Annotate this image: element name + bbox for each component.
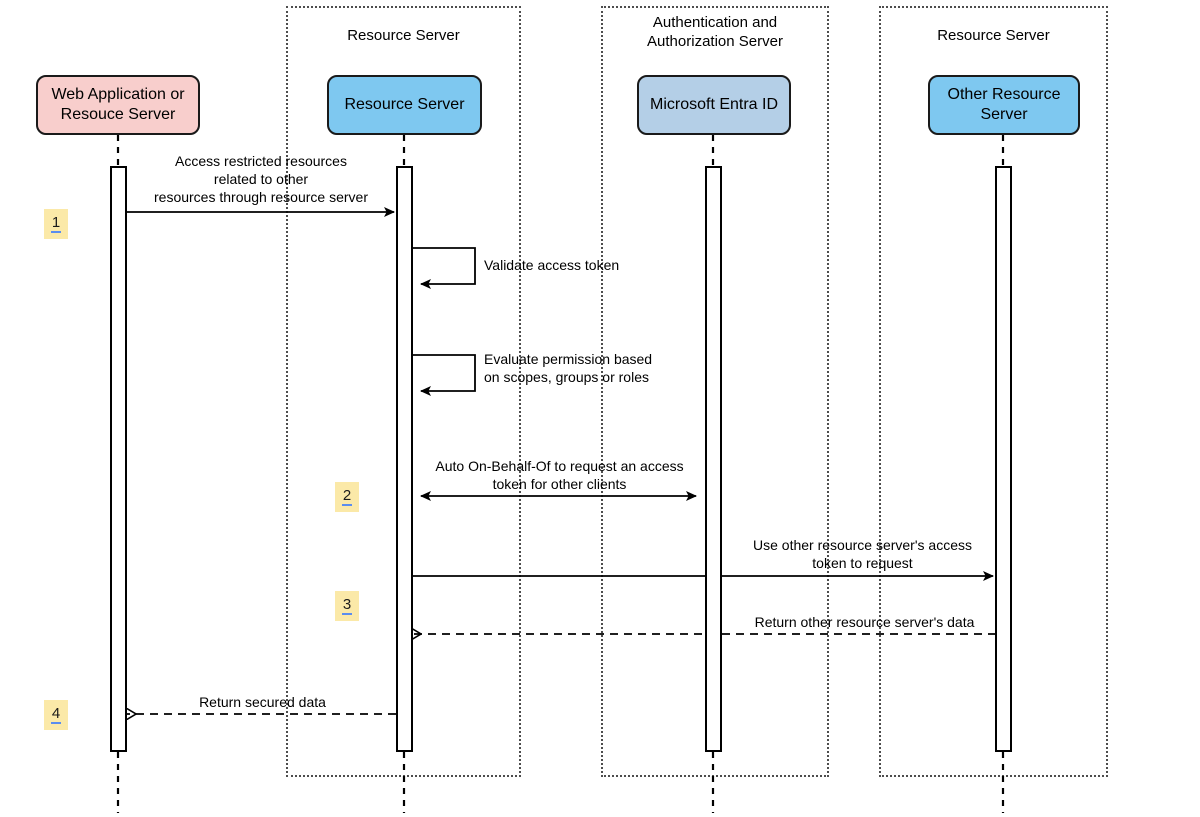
message-label-return-other-data: Return other resource server's data: [754, 614, 975, 630]
activation-bar-resource-server: [396, 166, 413, 752]
message-label-use-other-access-token: Use other resource server's access token…: [753, 537, 972, 571]
participant-web-app[interactable]: Web Application or Resouce Server: [36, 75, 200, 135]
step-badge-2: 2: [335, 482, 359, 512]
activation-bar-other-resource-server: [995, 166, 1012, 752]
group-frame-other-resource-server: [879, 6, 1108, 777]
message-label-validate-access-token: Validate access token: [484, 257, 620, 273]
participant-other-resource-server[interactable]: Other Resource Server: [928, 75, 1080, 135]
activation-bar-web-app: [110, 166, 127, 752]
participant-entra-id[interactable]: Microsoft Entra ID: [637, 75, 791, 135]
group-frame-auth-server: [601, 6, 829, 777]
group-title-auth-server: Authentication and Authorization Server: [647, 14, 783, 50]
step-badge-2-number: 2: [341, 487, 353, 506]
message-label-auto-on-behalf-of: Auto On-Behalf-Of to request an access t…: [435, 458, 684, 492]
step-badge-4: 4: [44, 700, 68, 730]
step-badge-4-number: 4: [50, 705, 62, 724]
activation-bar-entra-id: [705, 166, 722, 752]
step-badge-3-number: 3: [341, 596, 353, 615]
participant-resource-server[interactable]: Resource Server: [327, 75, 482, 135]
group-title-resource-server: Resource Server: [347, 27, 460, 44]
message-label-access-restricted-resources: Access restricted resources related to o…: [154, 153, 368, 205]
group-title-other-resource-server: Resource Server: [937, 27, 1050, 44]
message-label-evaluate-permission: Evaluate permission based on scopes, gro…: [484, 351, 653, 385]
step-badge-1-number: 1: [50, 214, 62, 233]
message-label-return-secured-data: Return secured data: [199, 694, 326, 710]
step-badge-1: 1: [44, 209, 68, 239]
step-badge-3: 3: [335, 591, 359, 621]
